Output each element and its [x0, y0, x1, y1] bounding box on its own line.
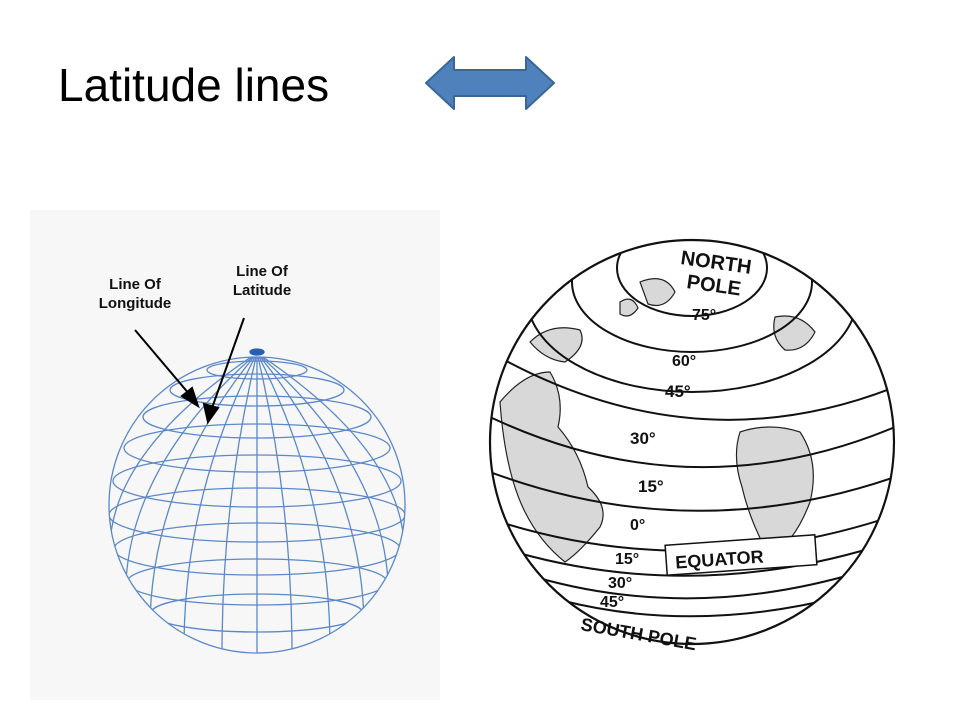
- degree-label-30s: 30°: [608, 575, 632, 592]
- latitude-line-30n: [490, 416, 894, 469]
- longitude-line: [221, 357, 258, 653]
- globe-outline: [488, 238, 896, 646]
- longitude-line: [256, 357, 331, 649]
- europe-shape: [773, 315, 816, 351]
- island-shape: [619, 298, 639, 317]
- degree-label-0: 0°: [630, 517, 645, 534]
- latitude-circle-75: [571, 240, 813, 353]
- pole-point: [249, 348, 265, 356]
- degree-label-45s: 45°: [600, 594, 624, 611]
- latitude-line-15n: [490, 471, 894, 512]
- north-america-shape: [529, 327, 583, 363]
- longitude-line: [256, 357, 365, 636]
- double-headed-arrow-icon: [424, 55, 556, 111]
- longitude-line: [256, 357, 293, 653]
- longitude-pointer-arrowhead: [180, 386, 200, 409]
- latitude-bands-globe-panel: NORTH POLE 75° 60° 45° 30° 15° 0° 15° 30…: [470, 222, 910, 662]
- equator-label-box: [664, 534, 818, 576]
- longitude-latitude-globe-panel: Line Of Longitude Line Of Latitude: [30, 210, 440, 700]
- south-pole-label: SOUTH POLE: [579, 614, 698, 654]
- degree-label-15n: 15°: [638, 477, 664, 496]
- longitude-line: [256, 357, 390, 611]
- label-line-of-longitude: Line Of Longitude: [98, 276, 172, 312]
- longitude-pointer-arrow: [134, 329, 191, 396]
- latitude-line-45s: [559, 596, 841, 618]
- latitude-line-30s: [534, 571, 861, 600]
- sketched-globe: NORTH POLE 75° 60° 45° 30° 15° 0° 15° 30…: [488, 238, 896, 654]
- wireframe-globe: [108, 317, 406, 654]
- continent-shapes: [499, 278, 816, 563]
- longitude-line: [183, 357, 258, 649]
- latitude-pointer-arrowhead: [202, 402, 220, 425]
- south-america-shape: [499, 371, 604, 563]
- longitude-line: [149, 357, 258, 636]
- degree-label-30n: 30°: [630, 429, 656, 448]
- label-line-of-latitude: Line Of Latitude: [232, 263, 292, 299]
- degree-label-75: 75°: [692, 307, 716, 324]
- degree-label-15s: 15°: [615, 551, 639, 568]
- longitude-line: [256, 357, 405, 571]
- greenland-shape: [639, 278, 676, 307]
- degree-label-45n: 45°: [665, 382, 691, 401]
- longitude-line: [109, 357, 258, 571]
- latitude-pointer-arrow: [211, 317, 245, 409]
- latitude-line-15s: [514, 546, 876, 577]
- latitude-circle-north-pole: [616, 240, 768, 317]
- degree-label-60: 60°: [672, 353, 696, 370]
- slide-title: Latitude lines: [58, 59, 330, 111]
- latitude-line-45n: [490, 351, 894, 421]
